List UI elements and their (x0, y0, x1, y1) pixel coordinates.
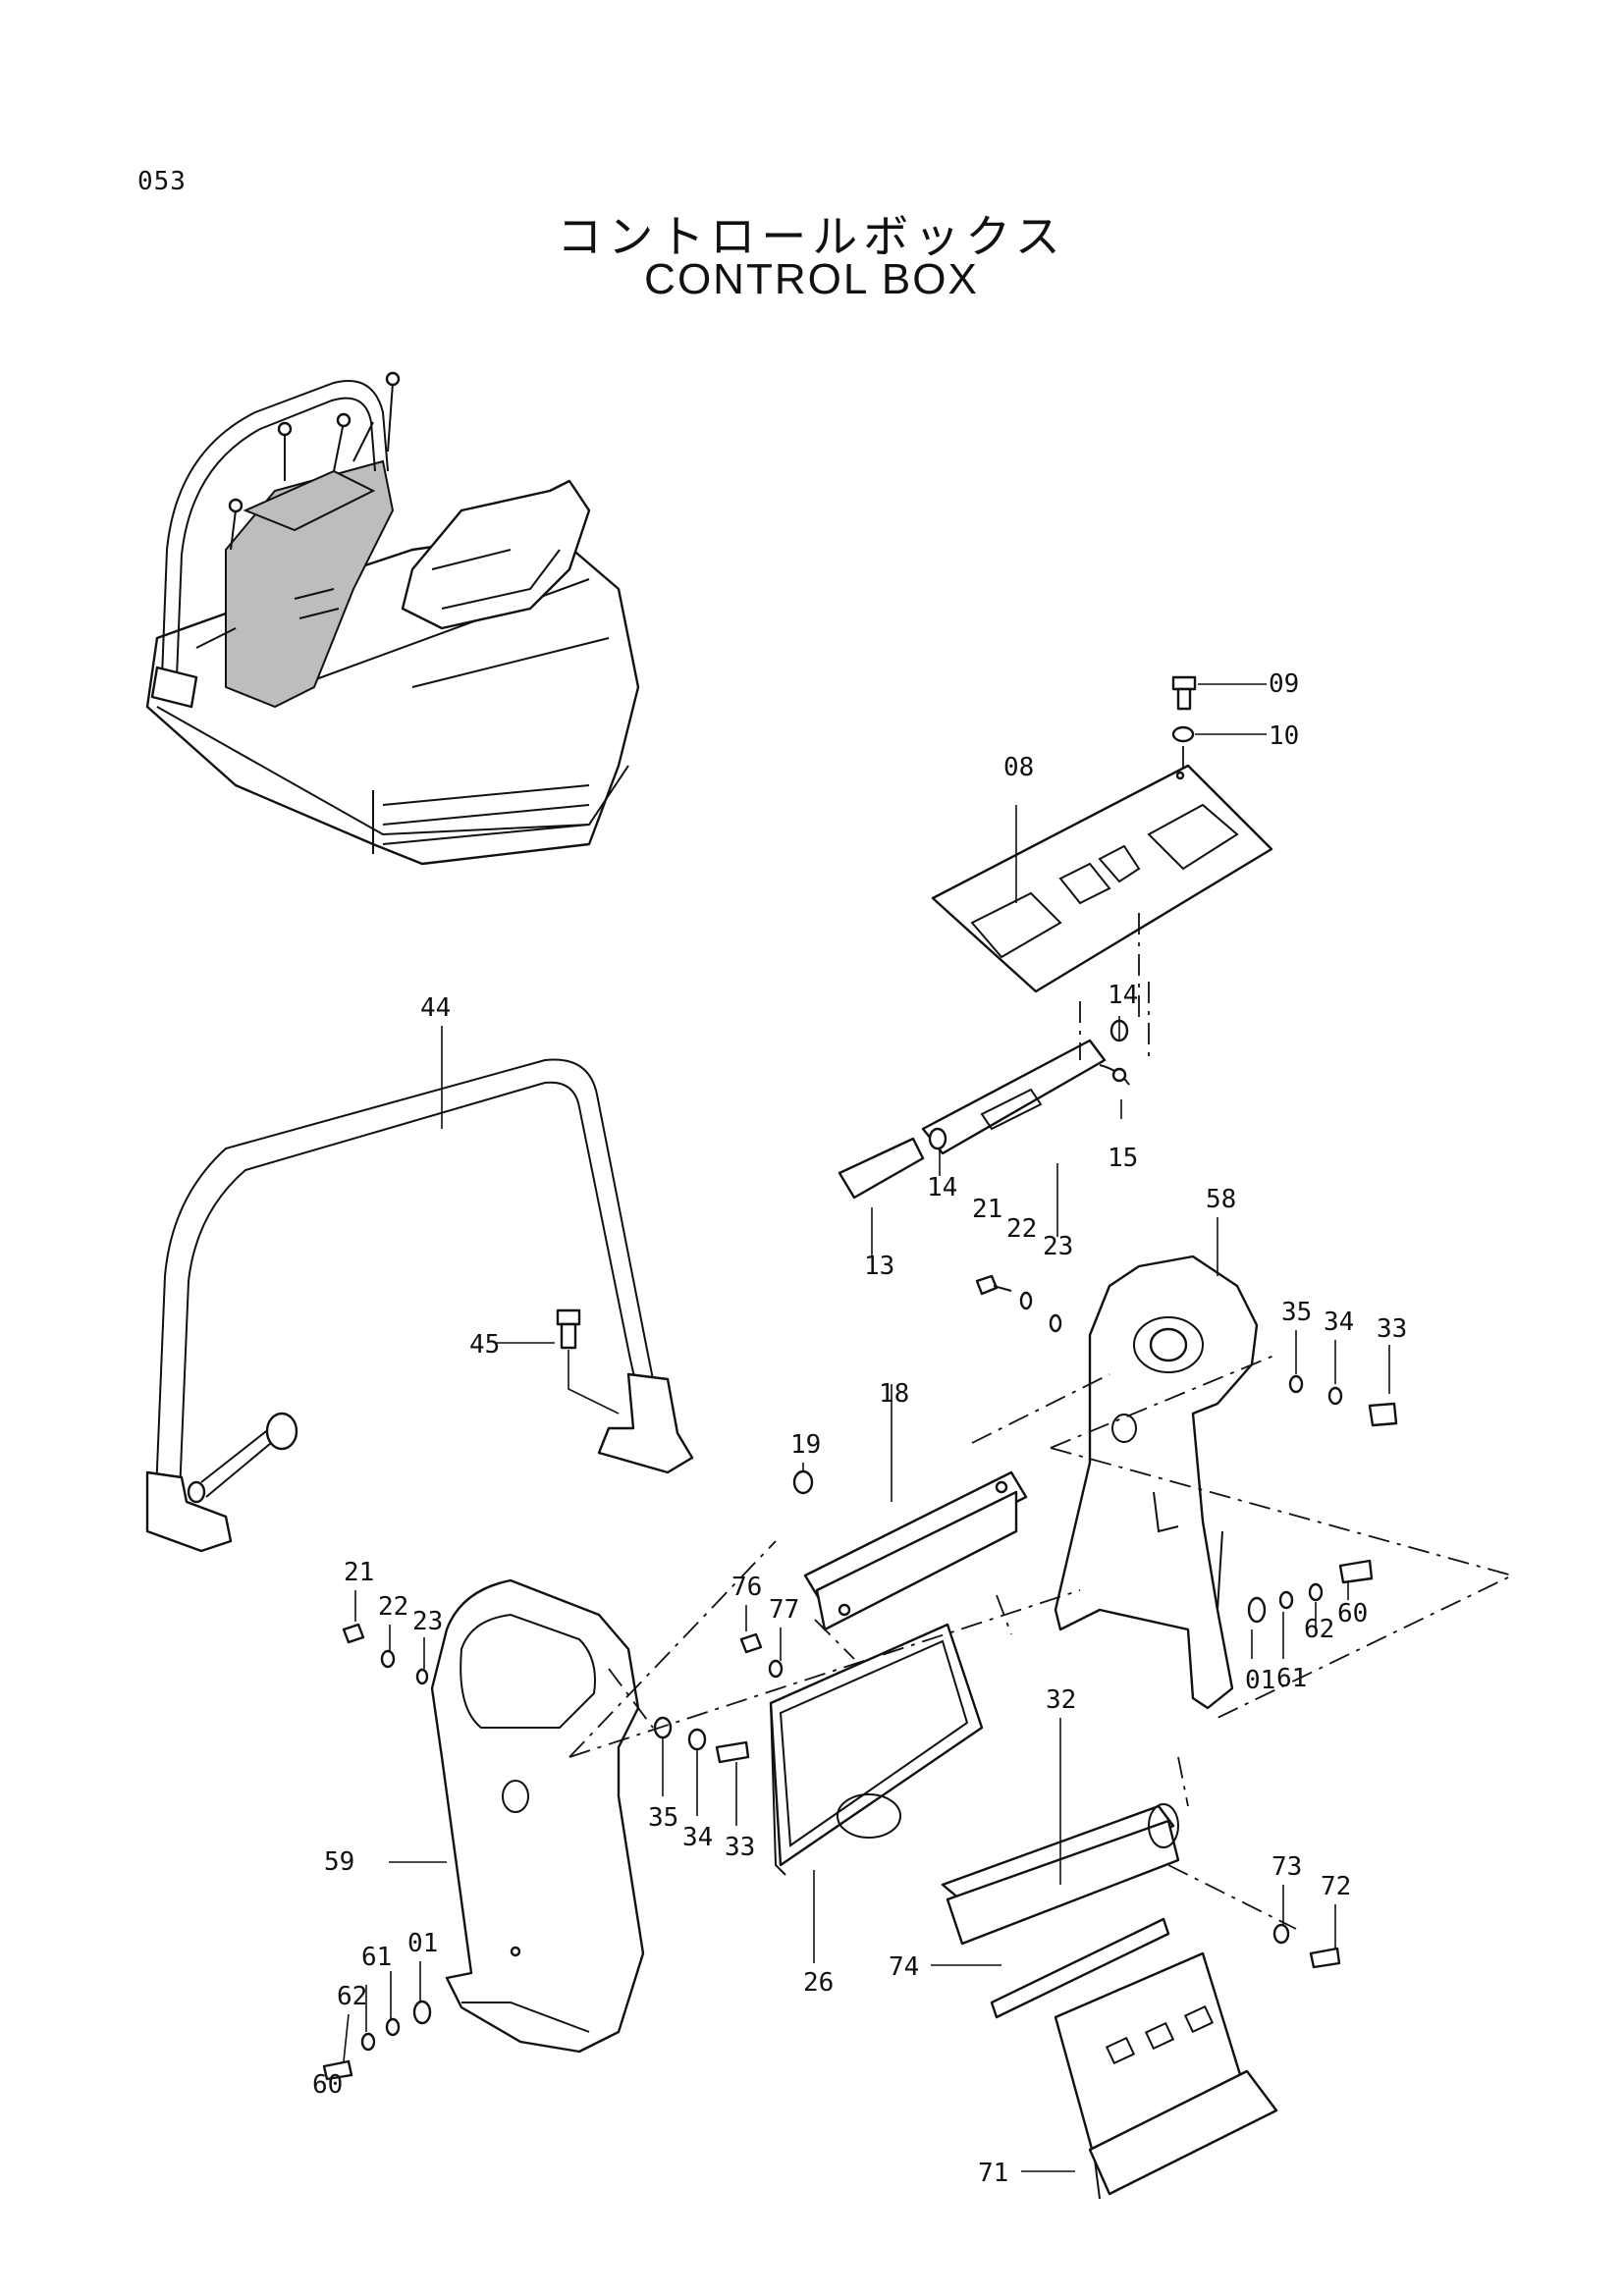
callout-35: 35 (648, 1803, 678, 1833)
plate-part-18 (803, 1470, 1028, 1631)
callout-18: 18 (879, 1379, 909, 1409)
callout-21: 21 (972, 1195, 1002, 1224)
callout-26: 26 (803, 1968, 834, 1998)
callout-21: 21 (344, 1558, 374, 1587)
callout-01: 01 (407, 1929, 438, 1958)
callout-23: 23 (412, 1607, 443, 1636)
callout-72: 72 (1321, 1872, 1351, 1901)
callout-13: 13 (864, 1252, 894, 1281)
panel-part-26 (769, 1623, 984, 1876)
callout-60: 60 (1337, 1599, 1368, 1629)
cover-part-32 (941, 1803, 1180, 1946)
bolt-part-45 (556, 1308, 620, 1415)
roll-bar-part-44 (145, 1058, 694, 1553)
callout-34: 34 (682, 1823, 713, 1852)
callout-45: 45 (469, 1330, 500, 1360)
callout-62: 62 (337, 1982, 367, 2011)
callout-19: 19 (790, 1430, 821, 1460)
switch-plate-part-71 (1054, 1951, 1278, 2200)
machine-overview-illustration (145, 371, 640, 866)
callout-44: 44 (420, 993, 451, 1023)
strip-part-74 (990, 1917, 1170, 2019)
callout-77: 77 (769, 1595, 799, 1625)
callout-22: 22 (1006, 1214, 1037, 1244)
callout-58: 58 (1206, 1185, 1236, 1214)
left-console-part-59 (430, 1578, 645, 2054)
callout-74: 74 (889, 1952, 919, 1982)
callout-14: 14 (1108, 981, 1138, 1010)
callout-35: 35 (1281, 1298, 1312, 1327)
callout-14: 14 (927, 1173, 957, 1202)
cover-plate-part-08 (931, 764, 1273, 993)
callout-08: 08 (1003, 753, 1034, 782)
hardware-items (322, 1274, 1398, 2081)
title-japanese: コントロールボックス (557, 210, 1066, 263)
leader-lines (343, 805, 1390, 2172)
callout-71: 71 (978, 2159, 1008, 2188)
callout-34: 34 (1324, 1308, 1354, 1337)
callout-61: 61 (361, 1943, 392, 1972)
assembly-lines (568, 982, 1515, 1930)
title-english: CONTROL BOX (644, 255, 979, 303)
callout-59: 59 (324, 1847, 354, 1877)
callout-22: 22 (378, 1592, 408, 1622)
washer-part-10 (1171, 725, 1267, 743)
callout-33: 33 (725, 1833, 755, 1862)
callout-76: 76 (731, 1573, 762, 1602)
callout-15: 15 (1108, 1144, 1138, 1173)
callout-62: 62 (1304, 1615, 1334, 1644)
callout-61: 61 (1276, 1664, 1307, 1693)
right-console-part-58 (1054, 1255, 1259, 1710)
callout-32: 32 (1046, 1685, 1076, 1715)
callout-09: 09 (1269, 669, 1299, 699)
page-number: 053 (137, 167, 187, 196)
bracket-assembly-parts-13-14-15 (838, 1019, 1130, 1200)
callout-01: 01 (1245, 1666, 1275, 1695)
callout-10: 10 (1269, 721, 1299, 751)
callout-23: 23 (1043, 1232, 1073, 1261)
callout-60: 60 (312, 2070, 343, 2100)
screw-part-09 (1171, 675, 1267, 711)
callout-73: 73 (1271, 1852, 1302, 1882)
callout-33: 33 (1377, 1314, 1407, 1344)
